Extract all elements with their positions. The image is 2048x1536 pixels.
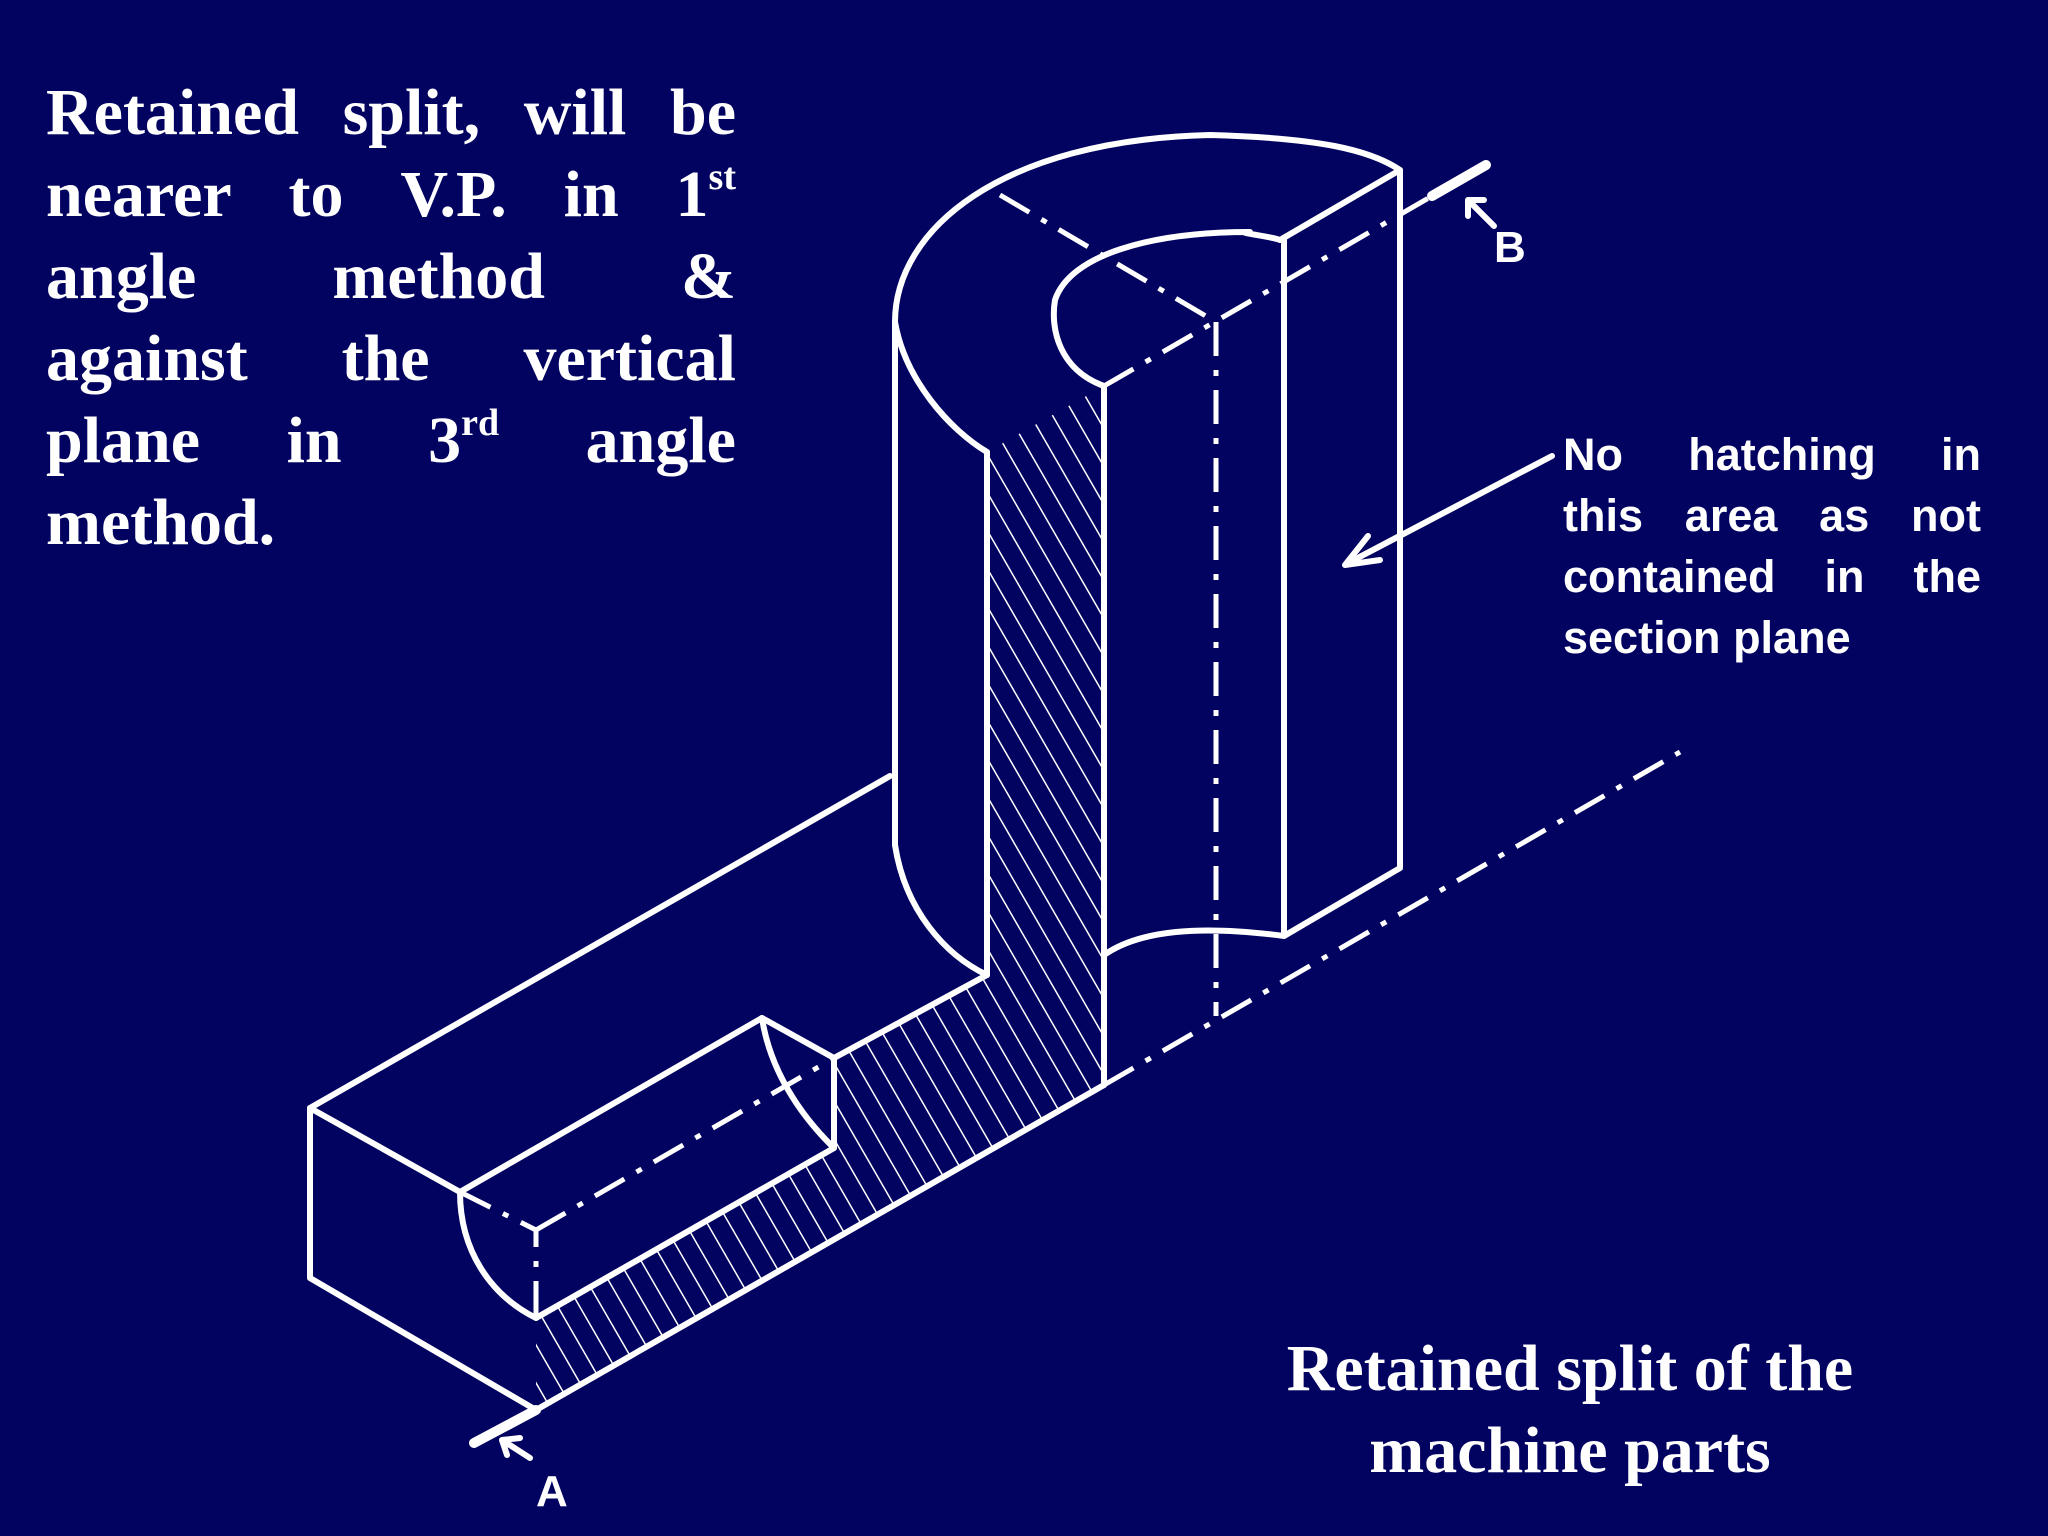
note-word: plane: [46, 404, 201, 477]
note-word: in: [286, 404, 342, 477]
section-label-b: B: [1494, 223, 1526, 272]
note-word: vertical: [523, 322, 736, 395]
note-word: No: [1563, 429, 1623, 480]
hatch-note-line-3: contained in the: [1563, 546, 1981, 607]
note-word: contained: [1563, 551, 1776, 602]
hatched-section-vertical: [987, 386, 1104, 1085]
section-plane-mark-b: [1427, 160, 1491, 201]
section-line-top: [1102, 193, 1434, 389]
caption-line-1: Retained split of the: [1286, 1332, 1854, 1405]
slot-arc-front: [457, 1189, 539, 1321]
note-word: as: [1819, 490, 1870, 541]
slot-top-edge: [457, 1015, 837, 1195]
note-word: angle: [46, 240, 197, 313]
note-word-ordinal: 3rd: [428, 400, 499, 482]
note-word-ordinal: 1st: [676, 154, 736, 236]
slot-arc-back: [759, 1015, 837, 1151]
note-word: angle: [585, 404, 736, 477]
note-word: will: [523, 76, 627, 149]
base-left-edge: [307, 1105, 463, 1195]
slide-caption: Retained split of the machine parts: [1180, 1328, 1960, 1492]
note-word: nearer: [46, 158, 232, 231]
note-line-2: nearer to V.P. in 1st: [46, 154, 736, 236]
bore-bottom-arc: [1101, 927, 1287, 958]
leader-arrow-no-hatching: [1347, 453, 1555, 565]
note-word: &: [681, 240, 736, 313]
note-word: this: [1563, 490, 1644, 541]
boss-bottom-curve: [892, 842, 990, 978]
arrow-to-a: [499, 1435, 533, 1461]
note-word: against: [46, 322, 248, 395]
caption-line-2: machine parts: [1369, 1414, 1771, 1487]
note-word: method.: [46, 486, 276, 559]
note-word: to: [288, 158, 344, 231]
note-line-3: angle method &: [46, 236, 736, 318]
base-section-join: [831, 972, 990, 1061]
leader-arrow-head: [1342, 533, 1383, 568]
ordinal-suffix: rd: [461, 402, 500, 444]
boss-right-face: [1277, 167, 1403, 939]
ordinal-number: 3: [428, 404, 462, 477]
note-line-1: Retained split, will be: [46, 72, 736, 154]
ordinal-suffix: st: [708, 156, 736, 198]
note-line-4: against the vertical: [46, 318, 736, 400]
arrow-to-b: [1465, 197, 1497, 229]
boss-axis-diagonal: [998, 192, 1218, 325]
section-label-a: A: [536, 1467, 568, 1516]
note-line-6: method.: [46, 482, 736, 564]
retained-split-note: Retained split, will be nearer to V.P. i…: [46, 72, 736, 564]
ordinal-number: 1: [675, 158, 709, 231]
base-top-edge: [307, 773, 893, 1111]
note-word: Retained: [46, 76, 299, 149]
note-word: the: [1913, 551, 1982, 602]
section-plane-mark-a: [469, 1405, 541, 1448]
note-word: plane: [1733, 612, 1851, 663]
note-word: in: [1824, 551, 1865, 602]
note-word: in: [563, 158, 619, 231]
hatched-section-base: [536, 975, 1104, 1410]
note-word: hatching: [1688, 429, 1876, 480]
boss-top-curve: [892, 319, 990, 455]
base-section-edge: [533, 1082, 1107, 1413]
note-word: area: [1684, 490, 1778, 541]
note-word: section: [1563, 612, 1721, 663]
note-word: not: [1911, 490, 1981, 541]
boss-outer-arc: [892, 132, 1403, 325]
note-word: method: [332, 240, 546, 313]
no-hatching-note: No hatching in this area as not containe…: [1563, 424, 1981, 668]
note-word: V.P.: [400, 158, 507, 231]
note-word: be: [670, 76, 736, 149]
boss-inner-arc: [1050, 229, 1283, 389]
note-word: the: [341, 322, 430, 395]
section-line-main: [1102, 749, 1682, 1088]
hatch-note-line-4: section plane: [1563, 607, 1981, 668]
note-word: in: [1941, 429, 1981, 480]
note-line-5: plane in 3rd angle: [46, 400, 736, 482]
base-front-face: [307, 1105, 539, 1413]
hatch-note-line-2: this area as not: [1563, 485, 1981, 546]
note-word: split,: [342, 76, 481, 149]
slot-axis: [534, 1055, 836, 1233]
hatch-note-line-1: No hatching in: [1563, 424, 1981, 485]
slot-axis-left: [458, 1189, 539, 1318]
